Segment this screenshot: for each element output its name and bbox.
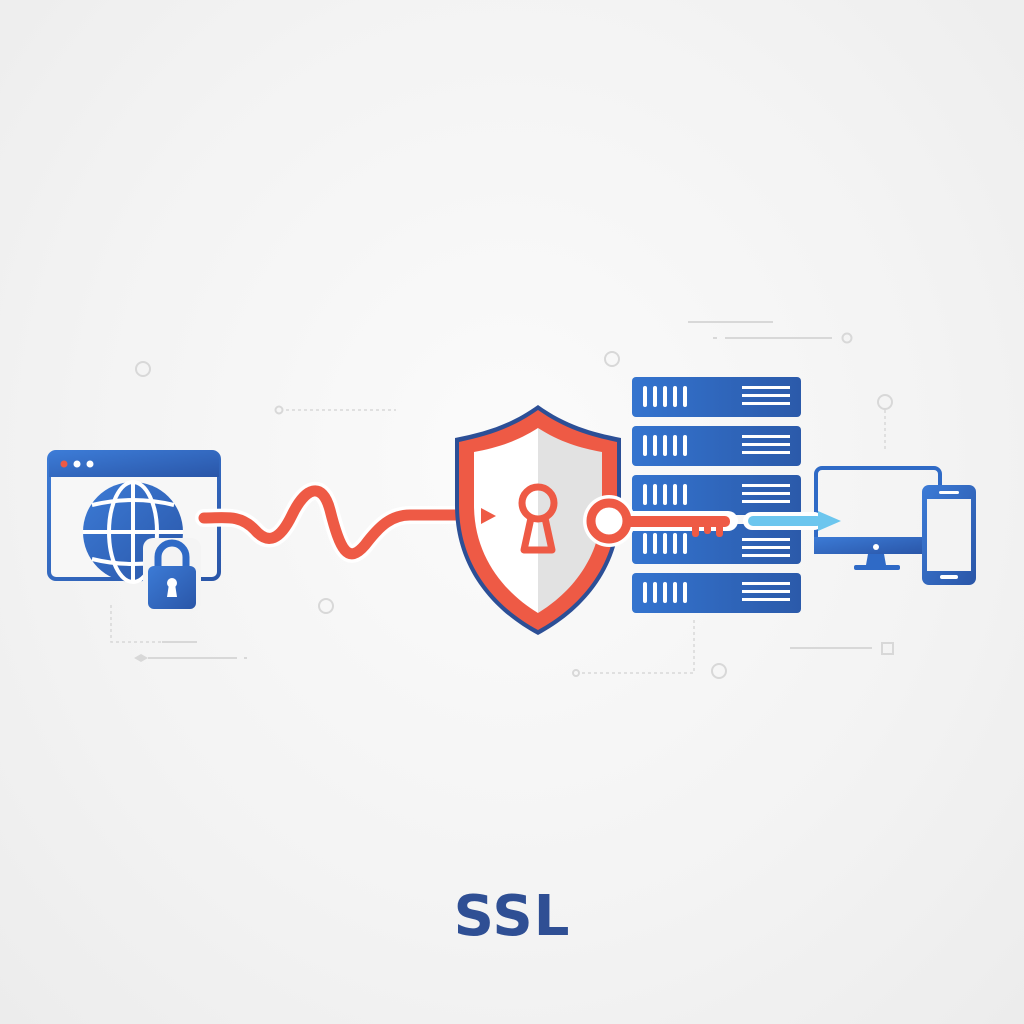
arrow-in-icon — [481, 508, 496, 524]
decor-circle-icon — [135, 361, 151, 377]
server-unit — [632, 426, 801, 466]
decor-circle-icon — [604, 351, 620, 367]
window-close-dot-icon — [60, 460, 68, 468]
decor-circle-icon — [318, 598, 334, 614]
decor-circle-icon — [877, 394, 893, 410]
arrow-right-icon — [743, 511, 841, 531]
server-unit — [632, 377, 801, 417]
key-icon — [583, 495, 738, 547]
server-rack-icon — [632, 377, 801, 613]
keyhole-icon — [518, 483, 558, 554]
decor-dot-icon — [274, 405, 284, 415]
padlock-icon — [143, 538, 201, 612]
devices-icon — [814, 466, 976, 585]
server-unit — [632, 524, 801, 564]
desktop-monitor-icon — [814, 466, 942, 570]
decor-dot-icon — [572, 669, 580, 677]
decor-square-icon — [881, 642, 894, 655]
server-unit — [632, 475, 801, 515]
decor-dot-icon — [841, 332, 853, 344]
smartphone-icon — [922, 485, 976, 585]
page-title: SSL — [453, 884, 571, 949]
browser-window-icon — [47, 450, 221, 612]
decor-diamond-icon — [134, 654, 148, 662]
shield-icon — [455, 405, 621, 635]
server-unit — [632, 573, 801, 613]
decor-circle-icon — [711, 663, 727, 679]
decorative-elements — [110, 321, 894, 679]
